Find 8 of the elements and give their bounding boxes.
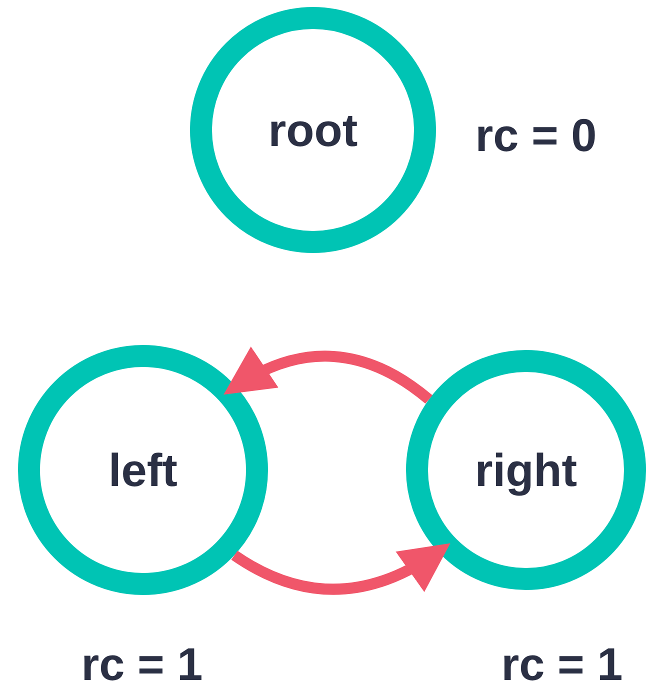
- node-caption: rc = 1: [501, 637, 623, 688]
- node-label: right: [474, 443, 578, 497]
- node-caption: rc = 1: [81, 637, 203, 688]
- node-label: left: [108, 443, 178, 497]
- node-caption: rc = 0: [475, 108, 597, 162]
- curved-arrow: [223, 347, 432, 404]
- node-label: root: [268, 103, 358, 157]
- curved-arrow: [231, 544, 451, 595]
